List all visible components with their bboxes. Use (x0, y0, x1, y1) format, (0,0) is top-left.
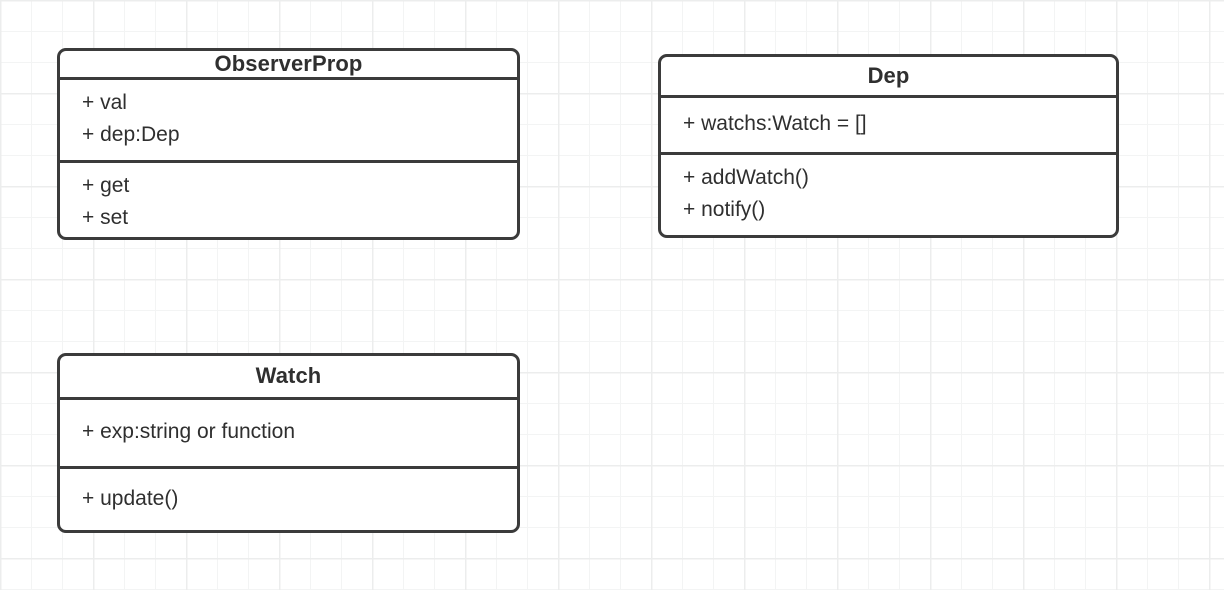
uml-attributes-compartment: + val + dep:Dep (60, 77, 517, 160)
uml-method: + set (82, 206, 129, 229)
uml-methods-compartment: + get + set (60, 160, 517, 237)
uml-class-name: Watch (255, 363, 322, 389)
uml-class-dep[interactable]: Dep + watchs:Watch = [] + addWatch() + n… (658, 54, 1119, 238)
uml-class-name: Dep (867, 63, 910, 89)
uml-class-watch[interactable]: Watch + exp:string or function + update(… (57, 353, 520, 533)
uml-attribute: + dep:Dep (82, 123, 180, 146)
uml-attribute: + val (82, 91, 127, 114)
uml-method: + get (82, 174, 130, 197)
uml-class-name: ObserverProp (214, 51, 363, 76)
uml-attributes-compartment: + exp:string or function (60, 396, 517, 467)
uml-attribute: + exp:string or function (82, 420, 296, 444)
uml-method: + notify() (683, 198, 766, 221)
uml-methods-compartment: + addWatch() + notify() (661, 152, 1116, 235)
uml-methods-compartment: + update() (60, 466, 517, 530)
uml-class-observerprop[interactable]: ObserverProp + val + dep:Dep + get + set (57, 48, 520, 240)
uml-method: + update() (82, 486, 179, 510)
uml-method: + addWatch() (683, 166, 809, 189)
uml-attribute: + watchs:Watch = [] (683, 112, 867, 136)
uml-attributes-compartment: + watchs:Watch = [] (661, 95, 1116, 152)
